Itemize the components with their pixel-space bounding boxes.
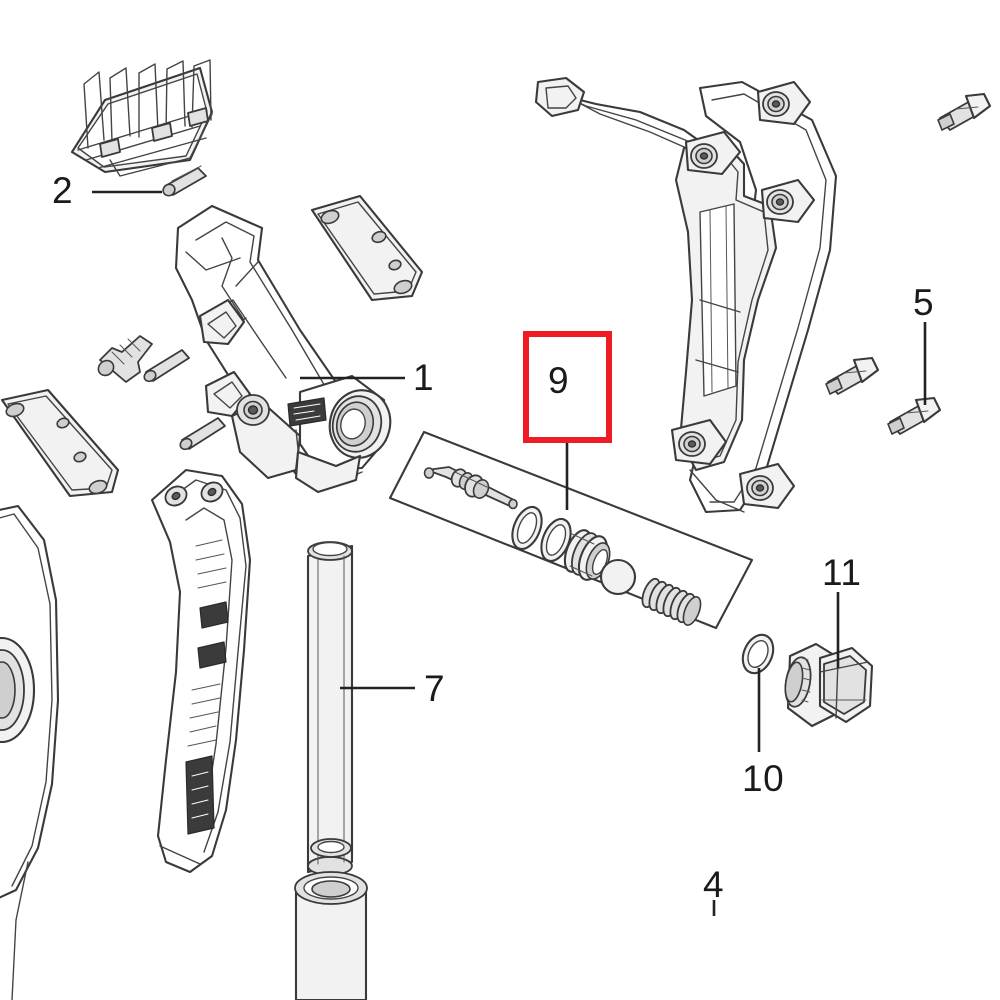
part-lower-lever (150, 468, 252, 874)
kit-push-rod (423, 466, 518, 510)
part-pivot-pin-2 (162, 165, 207, 197)
callout-label-1: 1 (413, 357, 435, 398)
part-10-sealing-washer (741, 633, 775, 675)
part-5-screw-top (937, 92, 992, 131)
callout-label-5: 5 (913, 282, 935, 323)
part-1-master-cylinder-body (174, 204, 392, 494)
part-left-body-cutoff (0, 504, 60, 1000)
part-bleeder-nipple (97, 335, 153, 383)
part-finned-bracket (70, 59, 214, 177)
part-small-pin-a (143, 349, 190, 383)
kit-return-spring (641, 577, 702, 626)
kit-seal-ring-1 (511, 505, 543, 551)
callout-label-11: 11 (822, 552, 862, 593)
kit-seal-ring-2 (540, 517, 572, 563)
part-mounting-plate-upper (310, 194, 424, 302)
part-bottom-cylinder (294, 838, 368, 1000)
part-right-caliper-assembly (534, 76, 838, 514)
part-9-rebuild-kit (388, 430, 754, 630)
callout-label-9: 9 (548, 360, 569, 401)
part-mounting-plate-left (0, 388, 120, 498)
part-small-pin-b (179, 417, 226, 451)
callout-label-2: 2 (52, 170, 74, 211)
callout-label-4: 4 (703, 864, 725, 905)
part-7-rod (306, 541, 354, 876)
kit-check-ball (599, 558, 637, 596)
highlight-box-part-9 (523, 331, 612, 443)
part-5-screw-mid (825, 356, 880, 395)
callout-label-10: 10 (742, 758, 785, 799)
part-5-screw-pointed (887, 396, 942, 435)
callout-label-7: 7 (424, 668, 446, 709)
part-11-hex-plug (784, 642, 874, 728)
leader-lines (92, 190, 927, 916)
